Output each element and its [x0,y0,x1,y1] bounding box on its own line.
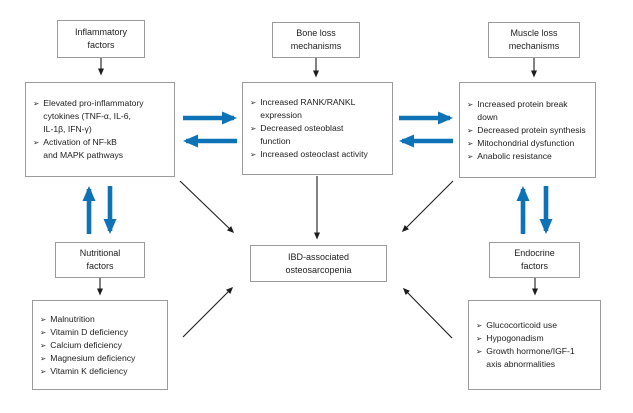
bullet-item: ➢ Magnesium deficiency [40,352,162,365]
nutritional-detail-item: Calcium deficiency [50,339,122,350]
box-muscle-loss-mechanisms: Muscle loss mechanisms [488,22,580,58]
box-endocrine-factors-label: Endocrine factors [514,248,555,271]
bullet-item: ➢ Calcium deficiency [40,339,162,352]
bullet-icon: ➢ [250,98,257,107]
box-inflammatory-factors: Inflammatory factors [57,20,145,58]
muscle-detail-item: Mitochondrial dysfunction [477,137,575,148]
nutritional-detail-item: Magnesium deficiency [50,352,136,363]
bullet-item: ➢ Glucocorticoid use [476,319,595,332]
box-bone-detail: ➢ Increased RANK/RANKL expression ➢ Decr… [242,82,393,175]
bullet-icon: ➢ [250,124,257,133]
box-nutritional-factors-label: Nutritional factors [79,248,121,271]
bullet-item: ➢ Anabolic resistance [467,150,590,163]
arrow-inflammatory-detail-to-center [179,180,235,234]
bullet-item: ➢ Increased RANK/RANKL expression [250,96,387,122]
box-nutritional-factors: Nutritional factors [55,242,145,278]
bullet-item: ➢ Mitochondrial dysfunction [467,137,590,150]
bullet-icon: ➢ [40,353,47,363]
bullet-item: ➢ Vitamin D deficiency [40,326,162,339]
arrow-nutritional-detail-to-center [182,286,234,338]
bone-detail-item: Increased RANK/RANKL expression [260,97,356,120]
box-nutritional-detail: ➢ Malnutrition ➢ Vitamin D deficiency ➢ … [32,300,168,390]
muscle-detail-item: Anabolic resistance [477,150,552,161]
endocrine-detail-item: Glucocorticoid use [486,320,557,330]
bullet-item: ➢ Hypogonadism [476,332,595,345]
arrow-endocrine-detail-to-center [402,287,453,339]
arrow-muscle-detail-to-center [401,180,454,233]
box-endocrine-detail: ➢ Glucocorticoid use ➢ Hypogonadism ➢ Gr… [468,300,601,390]
bullet-icon: ➢ [33,99,40,108]
bullet-item: ➢ Increased protein break down [467,98,590,124]
bullet-item: ➢ Malnutrition [40,313,162,326]
inflammatory-detail-item: Elevated pro-inflammatory cytokines (TNF… [43,98,144,134]
bullet-item: ➢ Vitamin K deficiency [40,365,162,378]
bullet-icon: ➢ [467,151,474,161]
box-inflammatory-detail: ➢ Elevated pro-inflammatory cytokines (T… [25,82,175,177]
bullet-icon: ➢ [476,334,483,343]
nutritional-detail-item: Vitamin D deficiency [50,326,128,337]
muscle-detail-item: Increased protein break down [477,98,568,122]
endocrine-detail-item: Growth hormone/IGF-1 axis abnormalities [486,346,575,369]
nutritional-detail-item: Malnutrition [50,313,95,324]
bullet-icon: ➢ [33,138,40,147]
bullet-icon: ➢ [467,125,474,135]
box-bone-loss-mechanisms: Bone loss mechanisms [272,22,360,58]
box-muscle-detail: ➢ Increased protein break down ➢ Decreas… [459,82,596,178]
bullet-icon: ➢ [476,347,483,356]
bullet-item: ➢ Elevated pro-inflammatory cytokines (T… [33,97,169,136]
ibd-osteosarcopenia-label: IBD-associated osteosarcopenia [285,251,352,275]
inflammatory-detail-item: Activation of NF-kB and MAPK pathways [43,137,124,160]
bone-detail-item: Decreased osteoblast function [260,123,344,146]
bullet-item: ➢ Decreased osteoblast function [250,122,387,148]
bullet-icon: ➢ [40,366,47,376]
nutritional-detail-item: Vitamin K deficiency [50,365,128,376]
endocrine-detail-item: Hypogonadism [486,333,544,343]
box-bone-loss-mechanisms-label: Bone loss mechanisms [290,28,342,51]
bullet-icon: ➢ [476,321,483,330]
bullet-item: ➢ Growth hormone/IGF-1 axis abnormalitie… [476,345,595,371]
bullet-icon: ➢ [467,99,474,109]
bullet-item: ➢ Decreased protein synthesis [467,124,590,137]
bullet-item: ➢ Activation of NF-kB and MAPK pathways [33,136,169,162]
bullet-icon: ➢ [40,340,47,350]
box-inflammatory-factors-label: Inflammatory factors [74,27,127,50]
bullet-item: ➢ Increased osteoclast activity [250,148,387,161]
bullet-icon: ➢ [40,314,47,324]
box-endocrine-factors: Endocrine factors [489,242,580,278]
box-muscle-loss-mechanisms-label: Muscle loss mechanisms [508,28,560,51]
box-ibd-osteosarcopenia: IBD-associated osteosarcopenia [250,245,387,282]
bone-detail-item: Increased osteoclast activity [260,149,368,159]
bullet-icon: ➢ [250,150,257,159]
bullet-icon: ➢ [467,138,474,148]
bullet-icon: ➢ [40,327,47,337]
muscle-detail-item: Decreased protein synthesis [477,124,586,135]
